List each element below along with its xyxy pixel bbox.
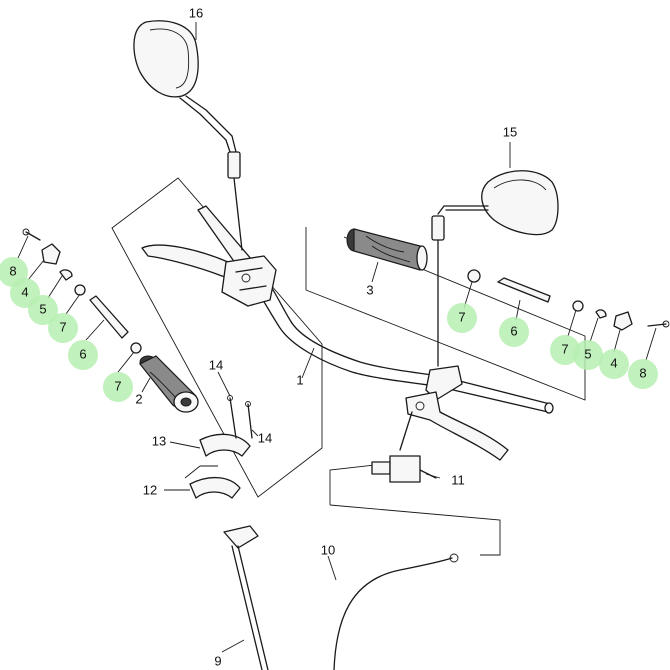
label-7-left-b: 7 (114, 378, 121, 393)
label-5-right: 5 (584, 346, 591, 361)
label-8-right: 8 (639, 365, 646, 380)
halo-8-right (628, 359, 658, 389)
halo-6-right (499, 317, 529, 347)
label-2: 2 (135, 391, 142, 406)
cables (223, 525, 459, 670)
halo-7-right-b (550, 335, 580, 365)
label-14-top: 14 (209, 357, 223, 372)
label-15: 15 (503, 124, 517, 139)
label-11: 11 (451, 472, 465, 487)
halo-4-right (599, 349, 629, 379)
label-7-left-a: 7 (59, 319, 66, 334)
label-16: 16 (189, 5, 203, 20)
label-3: 3 (366, 282, 373, 297)
leader-lines (17, 22, 657, 653)
halo-6-left (68, 340, 98, 370)
label-6-right: 6 (510, 323, 517, 338)
label-5-left: 5 (39, 301, 46, 316)
label-10: 10 (321, 542, 335, 557)
right-mirror (431, 170, 559, 367)
label-1: 1 (296, 372, 303, 387)
label-9: 9 (214, 653, 221, 668)
highlight-halos (0, 257, 658, 402)
left-balancer-parts (22, 228, 142, 354)
left-grip (139, 355, 199, 413)
label-13: 13 (152, 433, 166, 448)
label-14-bottom: 14 (258, 430, 272, 445)
left-mirror (133, 20, 243, 251)
clamps (189, 395, 253, 499)
label-4-right: 4 (610, 355, 617, 370)
switch-unit (371, 455, 437, 483)
halo-7-left-a (48, 313, 78, 343)
left-lever-assembly (141, 244, 277, 307)
halo-5-left (28, 295, 58, 325)
label-12: 12 (143, 482, 157, 497)
label-8-left: 8 (9, 263, 16, 278)
right-balancer-parts (467, 269, 670, 331)
right-assembly-outline (305, 227, 586, 401)
label-7-right-a: 7 (458, 309, 465, 324)
label-7-right-b: 7 (561, 341, 568, 356)
right-lever-assembly (399, 365, 509, 461)
label-6-left: 6 (79, 346, 86, 361)
halo-5-right (573, 340, 603, 370)
cable-outline (184, 465, 218, 479)
right-grip (346, 228, 428, 271)
halo-7-left-b (103, 372, 133, 402)
part-labels: 16 15 3 1 2 14 14 13 12 11 10 9 8 4 5 7 … (9, 5, 646, 668)
label-4-left: 4 (21, 284, 28, 299)
halo-7-right-a (447, 303, 477, 333)
left-assembly-outline (111, 177, 323, 498)
